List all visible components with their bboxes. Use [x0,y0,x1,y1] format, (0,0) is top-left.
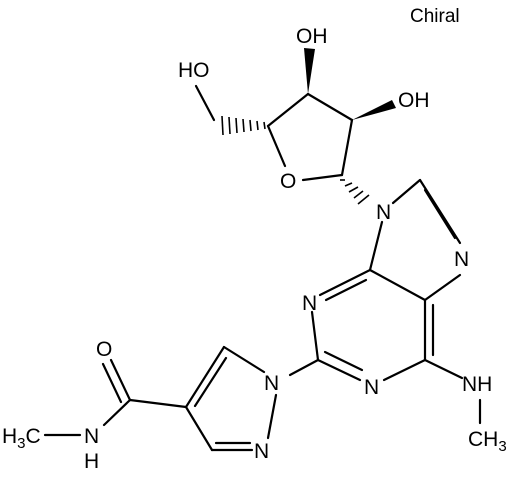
bond-o-c4 [266,124,287,168]
ch3-text: CH [468,428,498,451]
chirality-label: Chiral [410,6,460,27]
ch3-subscript: 3 [498,438,506,455]
atom-n-pyrazole1: N [264,372,279,395]
atom-n1: N [364,376,379,399]
pyrazole-bonds [184,345,320,452]
wedge-c3-oh [304,48,315,94]
atom-n-pyrazole2: N [254,440,269,463]
atom-ho-left: HO [178,59,210,82]
bond-c4pz-camide [128,398,188,409]
bond-n7-c5 [423,273,462,302]
atom-oh-right: OH [398,89,430,112]
atom-n7: N [454,248,469,271]
ribose-bonds [194,84,354,182]
amide-bonds [43,358,188,437]
bond-npz-c5 [222,345,266,374]
bond-c6-nh [423,358,464,380]
hash-c1-n9 [340,179,370,205]
atom-oh-top: OH [296,25,328,48]
h3c-h: H [2,425,17,448]
bond-c5-c4pz-double [193,356,228,408]
bond-camide-o [109,358,132,402]
bond-c4-n9 [368,220,384,272]
atom-nh-methyl: NH [462,373,492,396]
bond-c4pz-c3pz [184,405,214,452]
bond-c4-n3-double [324,278,368,302]
bond-c5-c4pz [184,345,226,409]
atom-h3c-left: H3C [2,425,41,452]
bond-c5-c4 [368,268,427,302]
atom-o-amide: O [96,338,112,361]
bond-c2-n1 [316,358,362,382]
bond-c4-c3 [266,92,310,128]
atom-n9: N [376,201,391,224]
bond-n9-c8 [391,178,422,205]
bond-c8-n7-double [423,188,457,240]
atom-h-amide: H [84,450,99,473]
bond-c5-o5 [194,84,216,122]
bond-c8-n7 [418,178,462,245]
atom-ch3-right: CH3 [468,428,507,455]
atom-o-ring: O [280,170,296,193]
bond-camide-o-double [101,362,123,404]
bond-n1-c6 [382,358,427,382]
atom-n3: N [302,292,317,315]
h3c-subscript: 3 [17,435,25,452]
bond-c3-c2 [306,92,354,122]
hash-c4-c5 [221,115,266,136]
h3c-c: C [26,425,41,448]
bond-c2-c1 [340,118,354,177]
bond-n2pz-n1pz [266,393,278,440]
bond-camide-n [102,398,132,427]
atom-n-amide: N [84,425,99,448]
wedge-c2-oh [352,100,396,120]
bond-c2-n1-double [323,350,364,372]
bond-n3-c2 [310,310,320,362]
bond-c4-n3 [318,268,372,297]
purine-bonds [310,178,482,425]
bond-c2-npz [288,358,320,377]
bond-c1-o [301,173,344,182]
